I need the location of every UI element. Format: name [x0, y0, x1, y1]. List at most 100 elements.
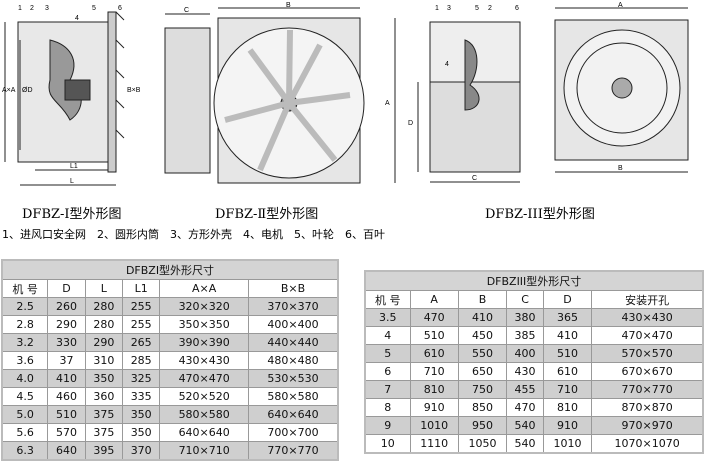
svg-text:3: 3 — [447, 5, 451, 12]
table-cell: 450 — [457, 326, 508, 345]
figure-1-caption: DFBZ-Ⅰ型外形图 — [22, 207, 122, 222]
table-cell: 1010 — [542, 434, 593, 454]
table-cell: 1010 — [409, 416, 459, 435]
table-cell: 520×520 — [159, 387, 249, 406]
table-cell: 810 — [409, 380, 459, 399]
table-cell: 5 — [364, 344, 411, 363]
table-cell: 6 — [364, 362, 411, 381]
table-cell: 410 — [457, 308, 508, 327]
table-cell: 255 — [122, 315, 161, 334]
table-cell: 255 — [122, 297, 161, 316]
column-header: C — [506, 290, 544, 309]
table-cell: 470 — [506, 398, 544, 417]
table-cell: 650 — [457, 362, 508, 381]
svg-text:6: 6 — [118, 5, 122, 12]
table-cell: 325 — [122, 369, 161, 388]
table-cell: 1110 — [409, 434, 459, 454]
svg-text:C: C — [472, 175, 477, 182]
column-header: L1 — [122, 279, 161, 298]
fan-drawings: A×A ØD B×B L1 L 1 2 3 4 5 6 C B A D C 1 … — [2, 2, 689, 186]
table-cell: 700×700 — [248, 423, 339, 442]
table-cell: 350 — [122, 405, 161, 424]
table-cell: 640×640 — [159, 423, 249, 442]
table-cell: 710 — [409, 362, 459, 381]
svg-text:4: 4 — [75, 15, 79, 22]
table-cell: 37 — [47, 351, 86, 370]
table-cell: 640 — [47, 441, 86, 461]
table-cell: 9 — [364, 416, 411, 435]
table-cell: 910 — [409, 398, 459, 417]
table-cell: 455 — [506, 380, 544, 399]
table-cell: 280 — [84, 315, 124, 334]
parts-legend: 1、进风口安全网 2、圆形内筒 3、方形外壳 4、电机 5、叶轮 6、百叶 — [2, 228, 385, 241]
table-cell: 260 — [47, 297, 86, 316]
table-cell: 360 — [84, 387, 124, 406]
table-cell: 4.0 — [1, 369, 49, 388]
table-cell: 570×570 — [591, 344, 704, 363]
table-cell: 430×430 — [159, 351, 249, 370]
table-cell: 385 — [506, 326, 544, 345]
table-cell: 970×970 — [591, 416, 704, 435]
svg-text:B: B — [286, 2, 291, 9]
table-cell: 610 — [542, 362, 593, 381]
svg-text:L1: L1 — [70, 163, 78, 170]
table-cell: 710 — [542, 380, 593, 399]
table-cell: 375 — [84, 423, 124, 442]
table-cell: 540 — [506, 434, 544, 454]
svg-text:B: B — [618, 165, 623, 172]
table-cell: 670×670 — [591, 362, 704, 381]
svg-text:2: 2 — [488, 5, 492, 12]
table-cell: 530×530 — [248, 369, 339, 388]
table-cell: 320×320 — [159, 297, 249, 316]
svg-text:A: A — [385, 100, 390, 107]
svg-text:6: 6 — [515, 5, 519, 12]
table-cell: 310 — [84, 351, 124, 370]
svg-text:1: 1 — [435, 5, 439, 12]
svg-text:1: 1 — [18, 5, 22, 12]
column-header: D — [47, 279, 86, 298]
table-cell: 335 — [122, 387, 161, 406]
table-cell: 640×640 — [248, 405, 339, 424]
table-cell: 470×470 — [159, 369, 249, 388]
svg-text:B×B: B×B — [127, 87, 141, 94]
table-cell: 850 — [457, 398, 508, 417]
column-header: 安装开孔 — [591, 290, 704, 309]
svg-text:3: 3 — [45, 5, 49, 12]
table-title: DFBZIII型外形尺寸 — [364, 270, 704, 291]
table-cell: 2.8 — [1, 315, 49, 334]
table-cell: 4 — [364, 326, 411, 345]
table-cell: 350×350 — [159, 315, 249, 334]
table-cell: 380 — [506, 308, 544, 327]
table-cell: 7 — [364, 380, 411, 399]
table-cell: 4.5 — [1, 387, 49, 406]
table-cell: 430 — [506, 362, 544, 381]
table-cell: 460 — [47, 387, 86, 406]
column-header: 机 号 — [1, 279, 49, 298]
table-cell: 510 — [542, 344, 593, 363]
table-cell: 265 — [122, 333, 161, 352]
figure-2-drawing: C B A — [164, 2, 396, 184]
table-cell: 370×370 — [248, 297, 339, 316]
table-cell: 410 — [542, 326, 593, 345]
table-cell: 570 — [47, 423, 86, 442]
table-cell: 3.5 — [364, 308, 411, 327]
table-cell: 770×770 — [248, 441, 339, 461]
table-cell: 395 — [84, 441, 124, 461]
table-cell: 350 — [122, 423, 161, 442]
column-header: L — [84, 279, 124, 298]
table-cell: 430×430 — [591, 308, 704, 327]
table-cell: 375 — [84, 405, 124, 424]
column-header: A×A — [159, 279, 249, 298]
table-cell: 750 — [457, 380, 508, 399]
svg-text:D: D — [408, 120, 413, 127]
svg-text:L: L — [70, 178, 74, 185]
table-cell: 365 — [542, 308, 593, 327]
